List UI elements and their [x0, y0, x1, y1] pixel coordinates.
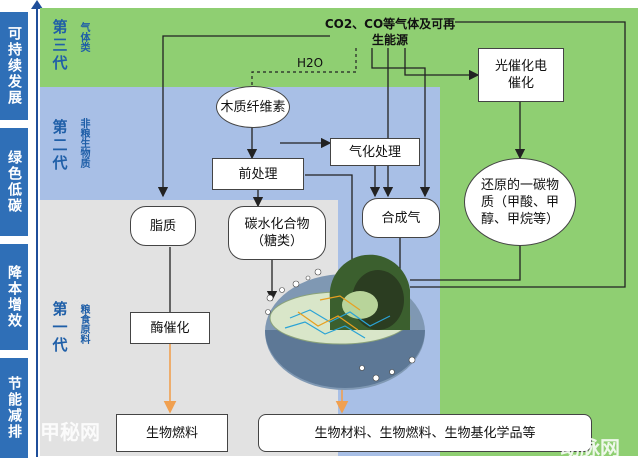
watermark-right: 动脉网: [560, 436, 620, 460]
sidebar-label-sustainable: 可持续发展: [0, 12, 28, 120]
first-generation-subtitle: 粮食原料: [78, 304, 89, 344]
second-generation-subtitle: 非粮生物质: [78, 118, 89, 168]
cell-illustration: [265, 254, 425, 390]
enzyme-catalysis-box: 酶催化: [130, 312, 210, 344]
first-generation-title: 第一代: [52, 300, 68, 354]
second-generation-title: 第二代: [52, 118, 68, 172]
sidebar-label-green: 绿色低碳: [0, 128, 28, 236]
biofuel-output-box: 生物燃料: [116, 414, 228, 452]
photo-electro-catalysis-box: 光催化电催化: [478, 48, 564, 102]
timeline-line: [36, 2, 38, 457]
third-generation-subtitle: 气体类: [78, 22, 89, 52]
watermark-left: 甲秘网: [40, 420, 100, 444]
reduced-c1-node: 还原的一碳物质（甲酸、甲醇、甲烷等）: [464, 158, 576, 246]
sidebar-label-cost: 降本增效: [0, 244, 28, 350]
pretreatment-box: 前处理: [212, 158, 304, 190]
carbohydrate-node: 碳水化合物（糖类）: [228, 206, 326, 260]
lignocellulose-node: 木质纤维素: [216, 86, 290, 128]
bio-products-output-box: 生物材料、生物燃料、生物基化学品等: [258, 414, 592, 452]
syngas-node: 合成气: [362, 198, 440, 238]
third-generation-title: 第三代: [52, 18, 68, 72]
co2-source-label: CO2、CO等气体及可再生能源: [324, 17, 456, 47]
lipid-node: 脂质: [130, 206, 196, 246]
gasification-box: 气化处理: [330, 138, 420, 166]
h2o-label: H2O: [296, 56, 324, 70]
sidebar-label-energy: 节能减排: [0, 358, 28, 458]
